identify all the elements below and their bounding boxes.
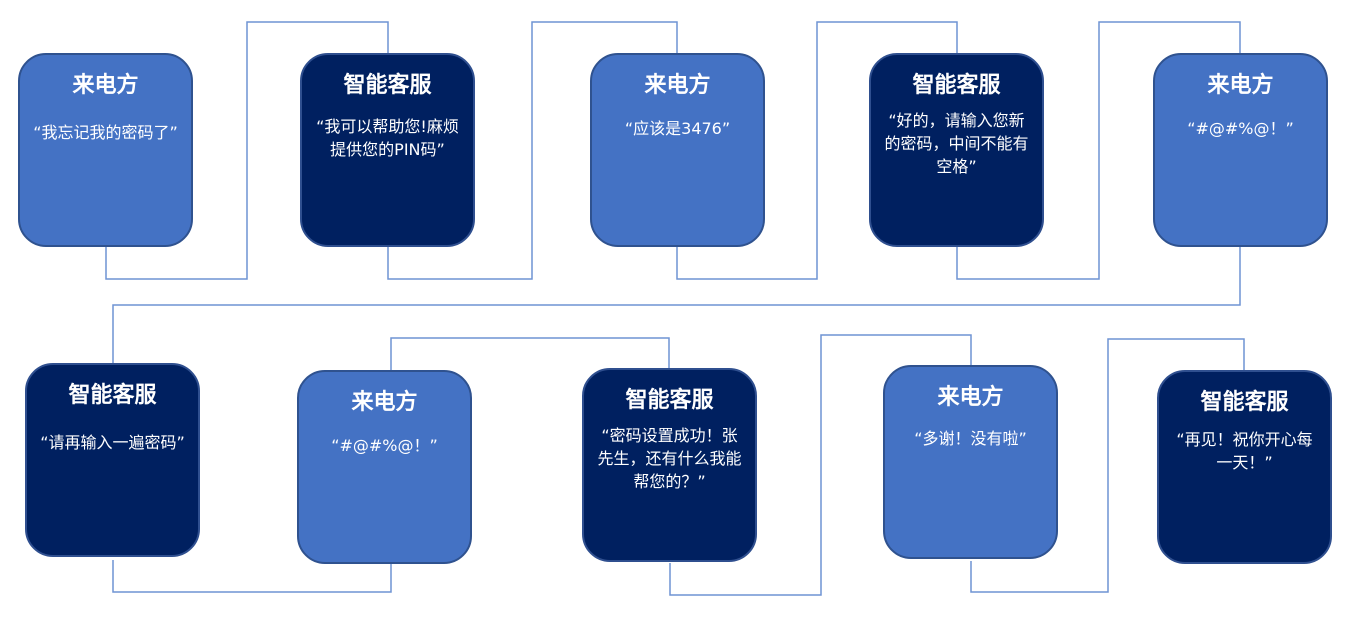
step-text: “应该是3476”: [624, 119, 731, 138]
step-text: “再见！祝你开心每一天！”: [1176, 430, 1313, 472]
step-speaker: 来电方: [644, 73, 711, 98]
step-4-box: 智能客服 “好的，请输入您新的密码，中间不能有空格”: [869, 53, 1044, 247]
step-3-box: 来电方 “应该是3476”: [590, 53, 765, 247]
step-9-box: 来电方 “多谢！没有啦”: [883, 365, 1058, 559]
step-text: “我忘记我的密码了”: [33, 123, 178, 142]
step-8-box: 智能客服 “密码设置成功！张先生，还有什么我能帮您的？”: [582, 368, 757, 562]
step-speaker: 智能客服: [625, 388, 714, 413]
step-speaker: 来电方: [351, 390, 418, 415]
step-text: “#@#%@！”: [331, 436, 438, 455]
step-speaker: 来电方: [72, 73, 139, 98]
step-text: “密码设置成功！张先生，还有什么我能帮您的？”: [597, 426, 742, 491]
step-text: “我可以帮助您!麻烦提供您的PIN码”: [316, 117, 459, 159]
step-5-box: 来电方 “#@#%@！”: [1153, 53, 1328, 247]
step-speaker: 来电方: [1207, 73, 1274, 98]
step-2-box: 智能客服 “我可以帮助您!麻烦提供您的PIN码”: [300, 53, 475, 247]
step-speaker: 智能客服: [68, 383, 157, 408]
step-speaker: 智能客服: [912, 73, 1001, 98]
step-1-box: 来电方 “我忘记我的密码了”: [18, 53, 193, 247]
step-7-box: 来电方 “#@#%@！”: [297, 370, 472, 564]
step-speaker: 智能客服: [343, 73, 432, 98]
step-6-box: 智能客服 “请再输入一遍密码”: [25, 363, 200, 557]
step-text: “多谢！没有啦”: [914, 429, 1027, 448]
step-speaker: 来电方: [937, 385, 1004, 410]
step-speaker: 智能客服: [1200, 390, 1289, 415]
step-text: “好的，请输入您新的密码，中间不能有空格”: [884, 111, 1029, 176]
step-text: “请再输入一遍密码”: [40, 433, 185, 452]
step-text: “#@#%@！”: [1187, 119, 1294, 138]
step-10-box: 智能客服 “再见！祝你开心每一天！”: [1157, 370, 1332, 564]
